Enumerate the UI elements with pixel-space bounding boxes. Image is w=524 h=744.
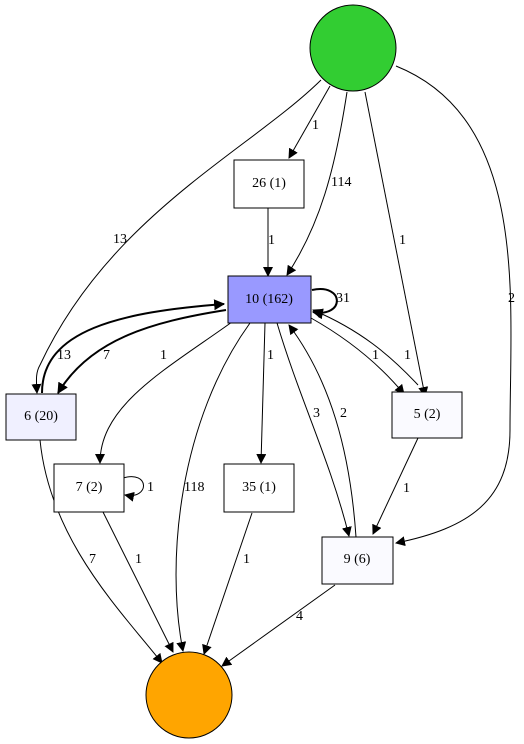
edge-start-5 — [364, 91, 429, 397]
edge-label-5-9: 1 — [403, 481, 410, 496]
node-7-label: 7 (2) — [76, 480, 103, 495]
edge-label-6-end: 7 — [89, 552, 96, 567]
edge-10-35 — [256, 322, 267, 464]
edge-7-loop — [122, 476, 144, 502]
edge-label-10-end: 118 — [184, 480, 204, 495]
edge-label-10-35: 1 — [267, 348, 274, 363]
start-node — [309, 4, 397, 92]
node-35-label: 35 (1) — [242, 480, 276, 495]
edge-9-end — [221, 584, 336, 667]
node-6 — [5, 393, 77, 441]
edge-label-start-6: 13 — [113, 232, 127, 247]
edge-label-start-26: 1 — [312, 118, 319, 133]
edge-start-26 — [288, 85, 331, 159]
edge-10-6 — [57, 309, 227, 394]
node-26 — [233, 159, 305, 209]
node-9-label: 9 (6) — [344, 552, 371, 567]
edge-label-10-9: 3 — [313, 406, 320, 421]
node-9 — [321, 536, 394, 585]
end-node — [145, 651, 233, 739]
edge-label-9-10: 2 — [340, 406, 347, 421]
edge-label-start-9: 2 — [508, 291, 515, 306]
edge-6-10 — [41, 299, 226, 394]
edge-label-5-10: 1 — [404, 348, 411, 363]
edge-5-9 — [372, 437, 419, 535]
edge-label-6-10: 13 — [57, 348, 71, 363]
edge-label-10-6: 7 — [103, 348, 110, 363]
node-26-label: 26 (1) — [252, 176, 286, 191]
edge-label-10-7: 1 — [160, 348, 167, 363]
node-10 — [227, 275, 312, 324]
edge-label-start-10: 114 — [331, 175, 351, 190]
edge-start-6 — [31, 79, 322, 394]
node-10-label: 10 (162) — [245, 292, 293, 307]
node-35 — [223, 463, 295, 513]
edge-label-start-5: 1 — [399, 233, 406, 248]
edge-start-10 — [286, 91, 348, 276]
edge-start-9 — [395, 65, 512, 547]
edge-35-end — [202, 512, 253, 655]
edge-10-7 — [95, 321, 233, 464]
edge-10-9 — [276, 322, 352, 537]
edge-label-26-10: 1 — [268, 233, 275, 248]
edge-label-10-5: 1 — [372, 348, 379, 363]
edge-9-10 — [288, 324, 357, 538]
edge-10-5 — [310, 317, 405, 395]
edge-label-9-end: 4 — [296, 609, 303, 624]
node-7 — [53, 463, 125, 513]
edge-label-10-loop: 31 — [336, 291, 350, 306]
edge-7-end — [102, 511, 174, 653]
edge-label-7-loop: 1 — [147, 480, 154, 495]
edge-5-10 — [312, 308, 419, 386]
node-5 — [391, 391, 463, 439]
node-5-label: 5 (2) — [414, 407, 441, 422]
edge-10-end — [175, 322, 251, 652]
edge-10-loop — [311, 288, 338, 320]
node-6-label: 6 (20) — [24, 409, 58, 424]
edge-6-end — [39, 439, 163, 664]
edge-label-7-end: 1 — [135, 552, 142, 567]
edge-label-35-end: 1 — [243, 552, 250, 567]
